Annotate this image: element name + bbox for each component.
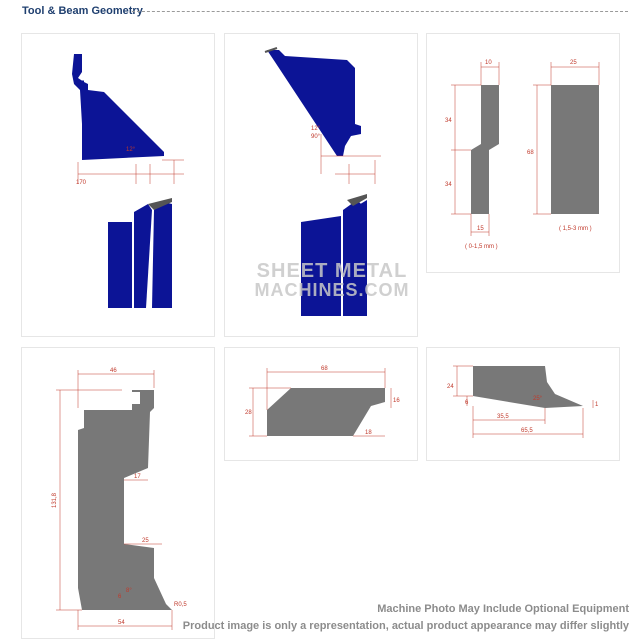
blade-height-label: 24	[447, 384, 454, 390]
wide-die-profile	[551, 85, 599, 214]
dim-label: 90°	[311, 134, 321, 140]
blade-mid-length-label: 35,5	[497, 414, 509, 420]
die-block-right-a	[152, 202, 172, 308]
punch-angle-label: 8°	[126, 588, 132, 594]
punch-shape-b	[267, 50, 361, 156]
narrow-height-bottom-label: 34	[445, 182, 452, 188]
narrow-height-top-label: 34	[445, 118, 452, 124]
punch-profile-diagram: 46 131,8 17 25 6 8° R0,5 54	[21, 347, 215, 639]
punch-radius-label: R0,5	[174, 602, 187, 608]
narrow-base-label: 15	[477, 226, 484, 232]
wide-height-label: 68	[527, 150, 534, 156]
die-block-mid-a	[134, 204, 152, 308]
blade-tip-label: 1	[595, 402, 599, 408]
punch-top-width-label: 46	[110, 368, 117, 374]
bar-notch-label: 18	[365, 430, 372, 436]
optional-equipment-note: Machine Photo May Include Optional Equip…	[377, 603, 629, 615]
blade-total-length-label: 65,5	[521, 428, 533, 434]
tooling-diagram-b: 12° 90°	[224, 33, 418, 337]
wide-range-label: ( 1,5-3 mm )	[559, 226, 592, 232]
title-divider	[132, 11, 628, 12]
narrow-width-label: 10	[485, 60, 492, 66]
wide-width-label: 25	[570, 60, 577, 66]
tooling-diagram-a: 12° 170	[21, 33, 215, 337]
dim-label: 12°	[311, 126, 321, 132]
punch-mid-width-label: 25	[142, 538, 149, 544]
section-title: Tool & Beam Geometry	[22, 5, 143, 17]
site-watermark: SHEET METAL MACHINES.COM	[254, 260, 410, 300]
bar-right-height-label: 16	[393, 398, 400, 404]
punch-small-label: 6	[118, 594, 122, 600]
die-profiles-diagram: 10 25 34 34 68 15 ( 0-1,5 mm ) ( 1,5-3 m…	[426, 33, 620, 273]
punch-shape-a	[72, 54, 164, 160]
die-block-left-a	[108, 222, 132, 308]
die-block-left-b	[301, 216, 341, 316]
dim-label: 12°	[126, 147, 136, 153]
narrow-range-label: ( 0-1,5 mm )	[465, 244, 498, 250]
blade-profile-diagram: 24 6 1 25° 35,5 65,5	[426, 347, 620, 461]
representation-disclaimer: Product image is only a representation, …	[182, 620, 629, 632]
punch-neck-label: 17	[134, 474, 141, 480]
bar-height-label: 28	[245, 410, 252, 416]
punch-base-width-label: 54	[118, 620, 125, 626]
dim-label: 170	[76, 180, 87, 186]
bar-profile	[267, 388, 385, 436]
punch-profile	[78, 390, 172, 610]
punch-height-label: 131,8	[52, 492, 58, 508]
blade-profile	[473, 366, 583, 408]
blade-left-small-label: 6	[465, 400, 469, 406]
narrow-die-profile	[471, 85, 499, 214]
bar-length-label: 68	[321, 366, 328, 372]
blade-angle-label: 25°	[533, 396, 543, 402]
bar-profile-diagram: 68 28 16 18	[224, 347, 418, 461]
die-block-right-b	[353, 200, 367, 316]
